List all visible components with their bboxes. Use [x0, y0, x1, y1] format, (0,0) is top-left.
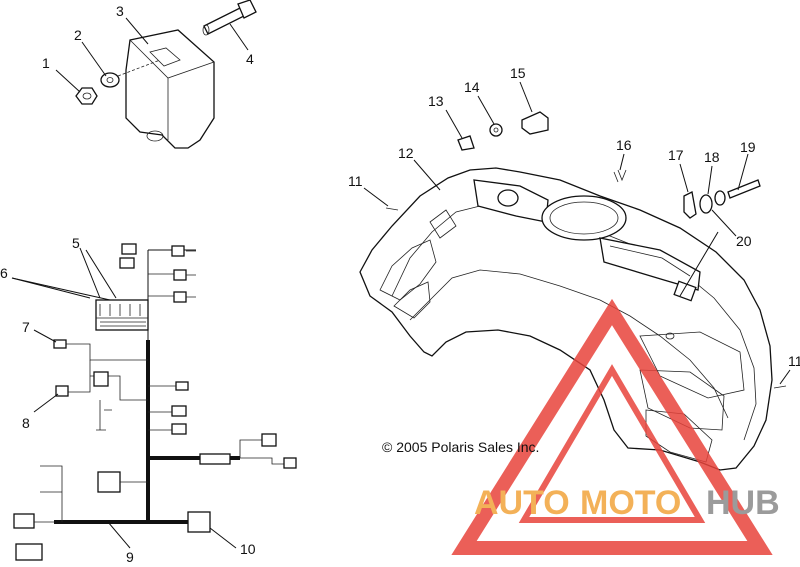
callout-15: 15 [510, 65, 526, 81]
copyright-text: © 2005 Polaris Sales Inc. [382, 439, 539, 455]
dash-panel [359, 81, 791, 471]
watermark-part2: MOTO [580, 484, 681, 522]
callout-1: 1 [42, 55, 50, 71]
callout-16: 16 [616, 137, 632, 153]
callout-20: 20 [736, 233, 752, 249]
callout-11-right: 11 [788, 353, 800, 369]
wiring-harness [11, 243, 297, 561]
callout-14: 14 [464, 79, 480, 95]
callout-2: 2 [74, 27, 82, 43]
callout-4: 4 [246, 51, 254, 67]
callout-7: 7 [22, 319, 30, 335]
callout-17: 17 [668, 147, 684, 163]
callout-19: 19 [740, 139, 756, 155]
watermark-logo: AUTO MOTO HUB [451, 298, 780, 555]
callout-9: 9 [126, 549, 134, 565]
callout-10: 10 [240, 541, 256, 557]
callout-5: 5 [72, 235, 80, 251]
callout-18: 18 [704, 149, 720, 165]
watermark-part3: HUB [706, 484, 780, 522]
callout-12: 12 [398, 145, 414, 161]
callout-8: 8 [22, 415, 30, 431]
callout-labels: 1 2 3 4 5 6 7 8 9 10 11 11 12 13 14 15 1… [0, 3, 800, 565]
callout-11: 11 [348, 173, 363, 189]
callout-6: 6 [0, 265, 8, 281]
callout-13: 13 [428, 93, 444, 109]
callout-3: 3 [116, 3, 124, 19]
mounting-block-assembly [55, 0, 257, 149]
watermark-triangle-icon [451, 298, 773, 555]
watermark-part1: AUTO [474, 484, 570, 522]
